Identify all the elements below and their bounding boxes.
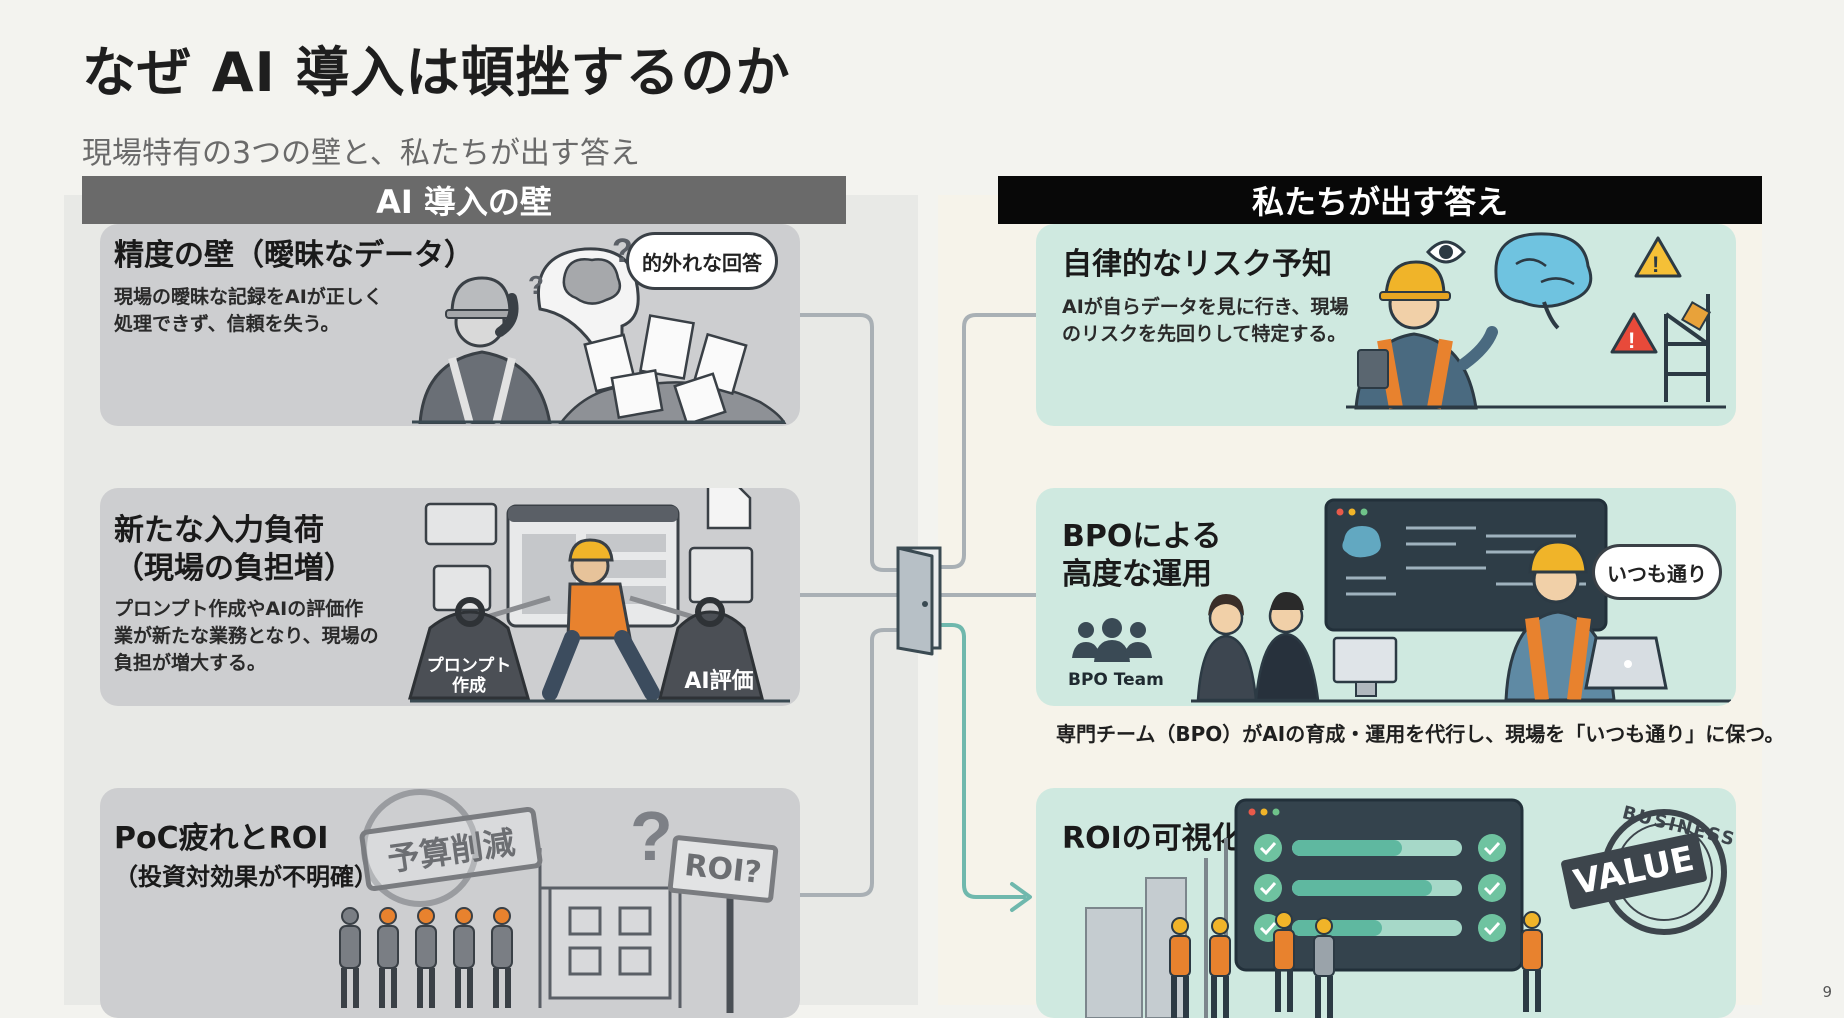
wall-title: PoC疲れとROI （投資対効果が不明確） bbox=[114, 821, 378, 891]
wall-card-input-burden: 新たな入力負荷 （現場の負担増） プロンプト作成やAIの評価作 業が新たな業務と… bbox=[100, 488, 800, 706]
team-label: BPO Team bbox=[1068, 670, 1164, 690]
answer-card-roi: ROIの可視化 BUSI bbox=[1036, 788, 1736, 1018]
wall-title: 精度の壁（曖昧なデータ） bbox=[114, 238, 474, 273]
weight-ai-eval-label: AI評価 bbox=[684, 669, 754, 694]
svg-text:!: ! bbox=[1628, 328, 1635, 353]
roi-question-sign: ROI? bbox=[667, 834, 779, 904]
answer-description: AIが自らデータを見に行き、現場 のリスクを先回りして特定する。 bbox=[1062, 296, 1349, 345]
weight-prompt-label: プロンプト 作成 bbox=[426, 656, 512, 696]
answer-title: BPOによる 高度な運用 bbox=[1062, 519, 1222, 592]
answer-title: 自律的なリスク予知 bbox=[1062, 247, 1332, 282]
walls-header: AI 導入の壁 bbox=[82, 176, 846, 224]
answer-title: ROIの可視化 bbox=[1062, 821, 1242, 856]
svg-text:?: ? bbox=[528, 270, 544, 300]
bubble-as-usual: いつも通り bbox=[1592, 544, 1722, 600]
slide-subtitle: 現場特有の3つの壁と、私たちが出す答え bbox=[82, 136, 640, 171]
answer-card-bpo: BPOによる 高度な運用 BPO Team いつも通り bbox=[1036, 488, 1736, 706]
bubble-wrong-answer: 的外れな回答 bbox=[626, 232, 778, 290]
stalled-project-illustration: ? bbox=[339, 789, 734, 1013]
roi-dashboard-illustration bbox=[1085, 798, 1727, 1018]
wall-description: プロンプト作成やAIの評価作 業が新たな業務となり、現場の 負担が増大する。 bbox=[114, 598, 379, 674]
wall-card-poc-roi: PoC疲れとROI （投資対効果が不明確） ? 予算削減 ROI? bbox=[100, 788, 800, 1018]
team-people-icon bbox=[1072, 618, 1152, 662]
svg-text:?: ? bbox=[630, 797, 673, 875]
wall-description: 現場の曖昧な記録をAIが正しく 処理できず、信頼を失う。 bbox=[114, 286, 383, 335]
answers-header: 私たちが出す答え bbox=[998, 176, 1762, 224]
answer-card-risk-prediction: 自律的なリスク予知 AIが自らデータを見に行き、現場 のリスクを先回りして特定す… bbox=[1036, 224, 1736, 426]
wall-card-accuracy: 精度の壁（曖昧なデータ） 現場の曖昧な記録をAIが正しく 処理できず、信頼を失う… bbox=[100, 224, 800, 426]
burdened-worker-illustration bbox=[408, 488, 790, 703]
door-icon bbox=[896, 546, 942, 656]
svg-text:!: ! bbox=[1652, 252, 1659, 277]
wall-title: 新たな入力負荷 （現場の負担増） bbox=[114, 513, 354, 586]
slide-title: なぜ AI 導入は頓挫するのか bbox=[82, 41, 791, 104]
confused-worker-illustration: ? ? bbox=[412, 234, 787, 424]
bpo-caption: 専門チーム（BPO）がAIの育成・運用を代行し、現場を「いつも通り」に保つ。 bbox=[1056, 722, 1785, 746]
worker-ai-brain-illustration: ! ! bbox=[1346, 232, 1726, 410]
page-number: 9 bbox=[1822, 983, 1832, 1001]
